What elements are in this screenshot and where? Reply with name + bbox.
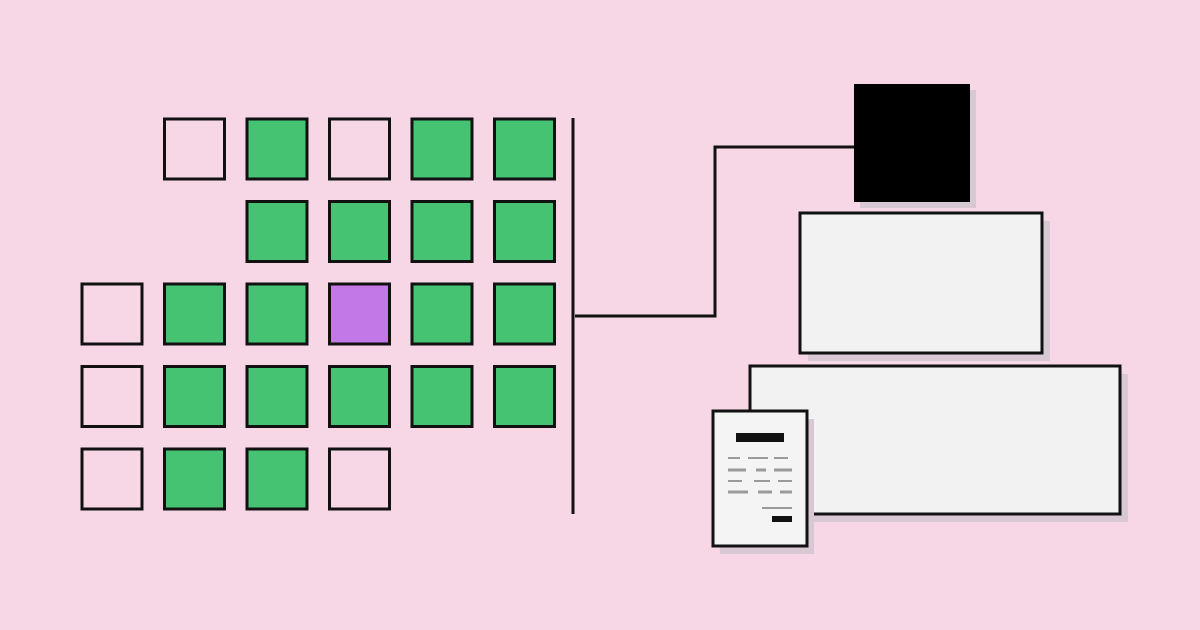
receipt-paper (711, 409, 809, 548)
calendar-grid (80, 117, 556, 511)
grid-cell-highlight (328, 282, 391, 346)
grid-cell-filled (245, 200, 309, 263)
grid-cell-empty (80, 447, 144, 511)
grid-cell-filled (410, 365, 474, 428)
grid-cell-filled (245, 447, 309, 511)
connector-line (575, 145, 855, 318)
grid-cell-filled (493, 365, 556, 428)
receipt-total-line (772, 516, 792, 522)
receipt-header-line (736, 433, 784, 442)
grid-cell-filled (245, 117, 309, 181)
receipt-document (711, 409, 814, 554)
grid-cell-filled (493, 117, 556, 181)
middle-box (798, 211, 1044, 355)
stack-diagram (748, 84, 1128, 522)
grid-cell-empty (80, 282, 144, 346)
grid-cell-filled (328, 200, 391, 263)
grid-cell-filled (163, 365, 226, 428)
grid-cell-filled (493, 200, 556, 263)
grid-cell-filled (245, 365, 309, 428)
grid-cell-filled (245, 282, 309, 346)
grid-cell-filled (493, 282, 556, 346)
grid-cell-filled (328, 365, 391, 428)
grid-cell-filled (410, 282, 474, 346)
top-block (854, 84, 970, 202)
grid-cell-filled (163, 447, 226, 511)
grid-cell-empty (163, 117, 226, 181)
grid-cell-empty (328, 117, 391, 181)
grid-cell-filled (163, 282, 226, 346)
grid-cell-empty (80, 365, 144, 428)
grid-cell-filled (410, 117, 474, 181)
grid-cell-empty (328, 447, 391, 511)
grid-cell-filled (410, 200, 474, 263)
